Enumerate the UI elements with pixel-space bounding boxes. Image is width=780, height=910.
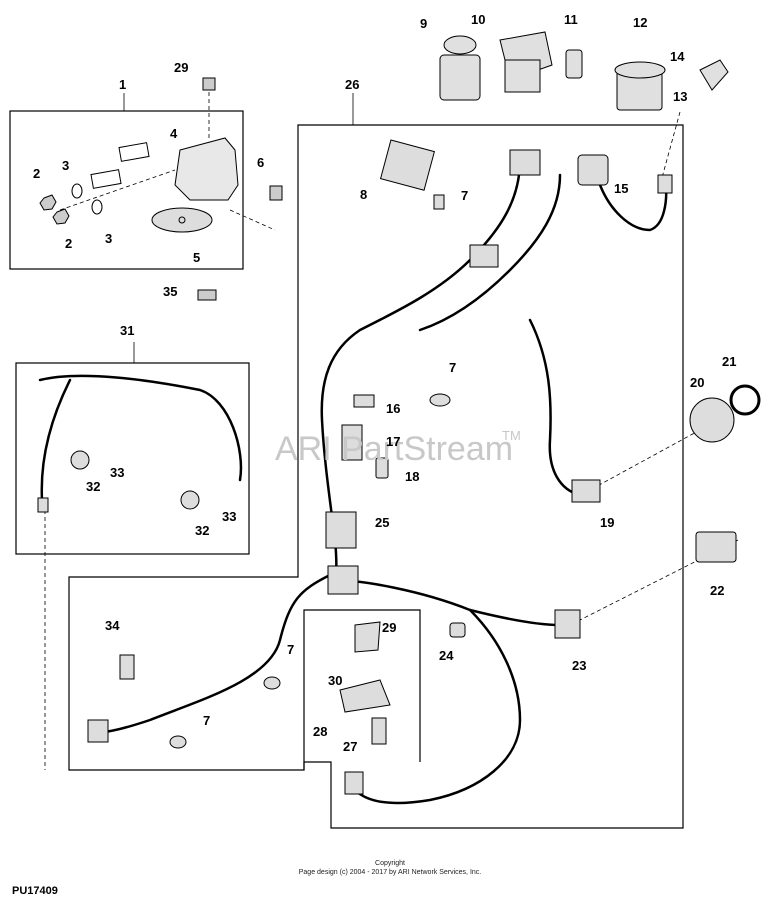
callout-32a: 32 (86, 479, 100, 494)
figure-id: PU17409 (12, 885, 58, 897)
callout-17: 17 (386, 434, 400, 449)
callout-1: 1 (119, 77, 126, 92)
callout-7a: 7 (461, 188, 468, 203)
callout-7c: 7 (287, 642, 294, 657)
callout-16: 16 (386, 401, 400, 416)
callout-29b: 29 (382, 620, 396, 635)
callout-5: 5 (193, 250, 200, 265)
callout-6: 6 (257, 155, 264, 170)
callout-25: 25 (375, 515, 389, 530)
callout-34: 34 (105, 618, 120, 633)
callout-8: 8 (360, 187, 367, 202)
callout-33a: 33 (110, 465, 124, 480)
callout-labels: 1 2 2 3 3 4 5 6 7 7 7 7 8 9 10 11 12 13 … (33, 12, 736, 754)
callout-28: 28 (313, 724, 327, 739)
callout-21: 21 (722, 354, 736, 369)
callout-27: 27 (343, 739, 357, 754)
callout-2a: 2 (33, 166, 40, 181)
box-bracket (303, 609, 421, 770)
callout-15: 15 (614, 181, 628, 196)
callout-13: 13 (673, 89, 687, 104)
box-light-harness (15, 362, 250, 555)
callout-2b: 2 (65, 236, 72, 251)
callout-3b: 3 (105, 231, 112, 246)
callout-3a: 3 (62, 158, 69, 173)
callout-35: 35 (163, 284, 177, 299)
callout-10: 10 (471, 12, 485, 27)
callout-11: 11 (564, 12, 578, 27)
callout-29a: 29 (174, 60, 188, 75)
watermark-tm: TM (502, 428, 521, 443)
callout-4: 4 (170, 126, 178, 141)
callout-24: 24 (439, 648, 454, 663)
watermark-text: ARI PartStream (275, 430, 513, 468)
callout-7d: 7 (203, 713, 210, 728)
callout-32b: 32 (195, 523, 209, 538)
callout-20: 20 (690, 375, 704, 390)
callout-22: 22 (710, 583, 724, 598)
callout-12: 12 (633, 15, 647, 30)
callout-31: 31 (120, 323, 134, 338)
callout-18: 18 (405, 469, 419, 484)
footer-copyright: Copyright (375, 860, 405, 867)
callout-26: 26 (345, 77, 359, 92)
box-switch-assembly (9, 110, 244, 270)
callout-14: 14 (670, 49, 685, 64)
callout-9: 9 (420, 16, 427, 31)
callout-30: 30 (328, 673, 342, 688)
callout-19: 19 (600, 515, 614, 530)
callout-7b: 7 (449, 360, 456, 375)
callout-33b: 33 (222, 509, 236, 524)
callout-23: 23 (572, 658, 586, 673)
footer-page-design: Page design (c) 2004 - 2017 by ARI Netwo… (298, 869, 482, 876)
